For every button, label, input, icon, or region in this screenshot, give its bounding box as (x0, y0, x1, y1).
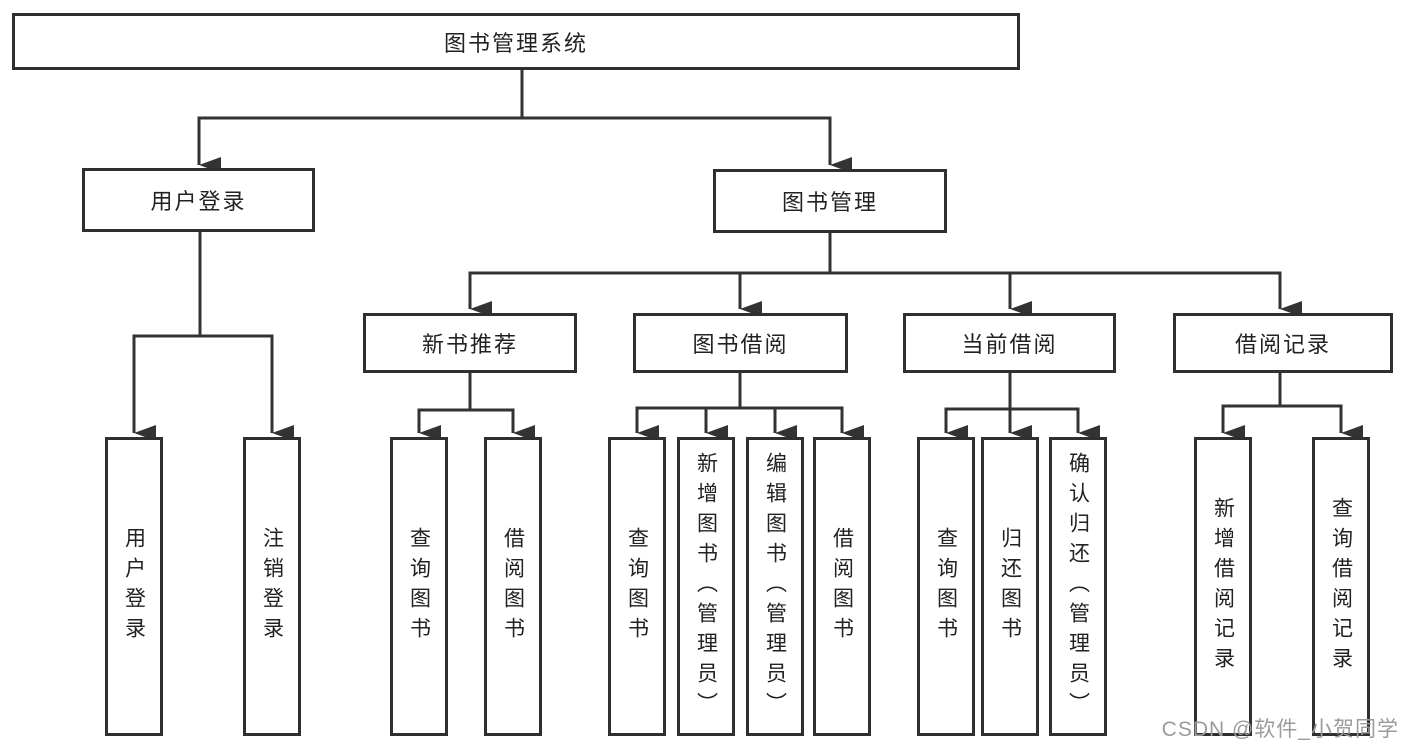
leaf-borrow-books: 借阅图书 (813, 437, 871, 736)
node-new-book-recommend: 新书推荐 (363, 313, 577, 373)
leaf-edit-books-admin: 编辑图书（管理员） (746, 437, 804, 736)
node-book-borrow: 图书借阅 (633, 313, 848, 373)
leaf-user-login: 用户登录 (105, 437, 163, 736)
leaf-query-books-recommend: 查询图书 (390, 437, 448, 736)
node-borrow-records: 借阅记录 (1173, 313, 1393, 373)
watermark: CSDN @软件_小贺同学 (1161, 718, 1399, 741)
node-user-login: 用户登录 (82, 168, 315, 232)
leaf-confirm-return-admin: 确认归还（管理员） (1049, 437, 1107, 736)
leaf-add-books-admin: 新增图书（管理员） (677, 437, 735, 736)
leaf-return-books: 归还图书 (981, 437, 1039, 736)
node-current-borrow: 当前借阅 (903, 313, 1116, 373)
node-library-management-system: 图书管理系统 (12, 13, 1020, 70)
leaf-logout: 注销登录 (243, 437, 301, 736)
leaf-query-borrow-record: 查询借阅记录 (1312, 437, 1370, 736)
leaf-query-books-borrow: 查询图书 (608, 437, 666, 736)
node-book-management: 图书管理 (713, 169, 947, 233)
leaf-borrow-books-recommend: 借阅图书 (484, 437, 542, 736)
leaf-add-borrow-record: 新增借阅记录 (1194, 437, 1252, 736)
leaf-query-books-current: 查询图书 (917, 437, 975, 736)
